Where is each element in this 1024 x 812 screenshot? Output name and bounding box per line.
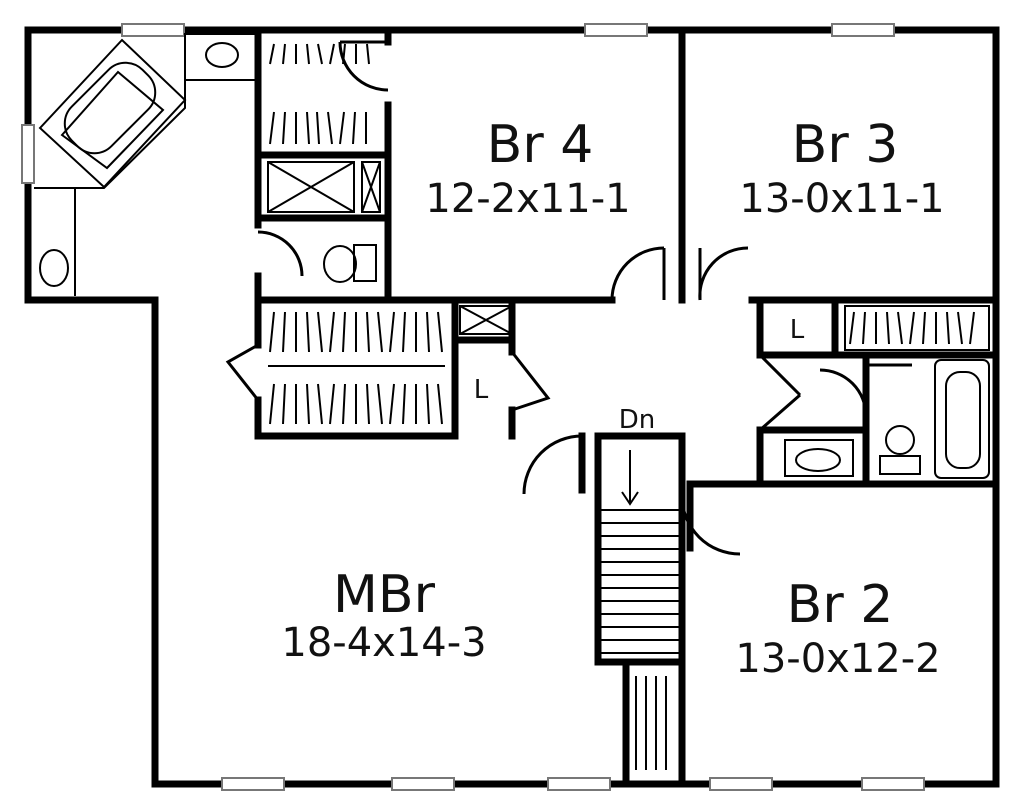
- br4-name: Br 4: [487, 115, 594, 175]
- master-walk-in-closet: [225, 296, 551, 440]
- exterior-walls: [24, 26, 1000, 788]
- br2-name: Br 2: [787, 575, 894, 635]
- closet-hatching: [269, 43, 975, 770]
- stairs: [522, 432, 764, 788]
- mbr-dims: 18-4x14-3: [281, 620, 486, 666]
- br3-name: Br 3: [792, 115, 899, 175]
- closet-wc-block: [254, 26, 392, 304]
- mbr-name: MBr: [333, 565, 436, 625]
- master-bath: [34, 26, 262, 296]
- br3-dims: 13-0x11-1: [739, 176, 944, 222]
- linen-closet-left-label: L: [474, 375, 489, 405]
- partitions: [516, 26, 1000, 488]
- windows: [21, 23, 925, 791]
- br4-dims: 12-2x11-1: [425, 176, 630, 222]
- linen-closet-right-label: L: [790, 315, 805, 345]
- stairs-label: Dn: [619, 405, 656, 435]
- br2-dims: 13-0x12-2: [735, 636, 940, 682]
